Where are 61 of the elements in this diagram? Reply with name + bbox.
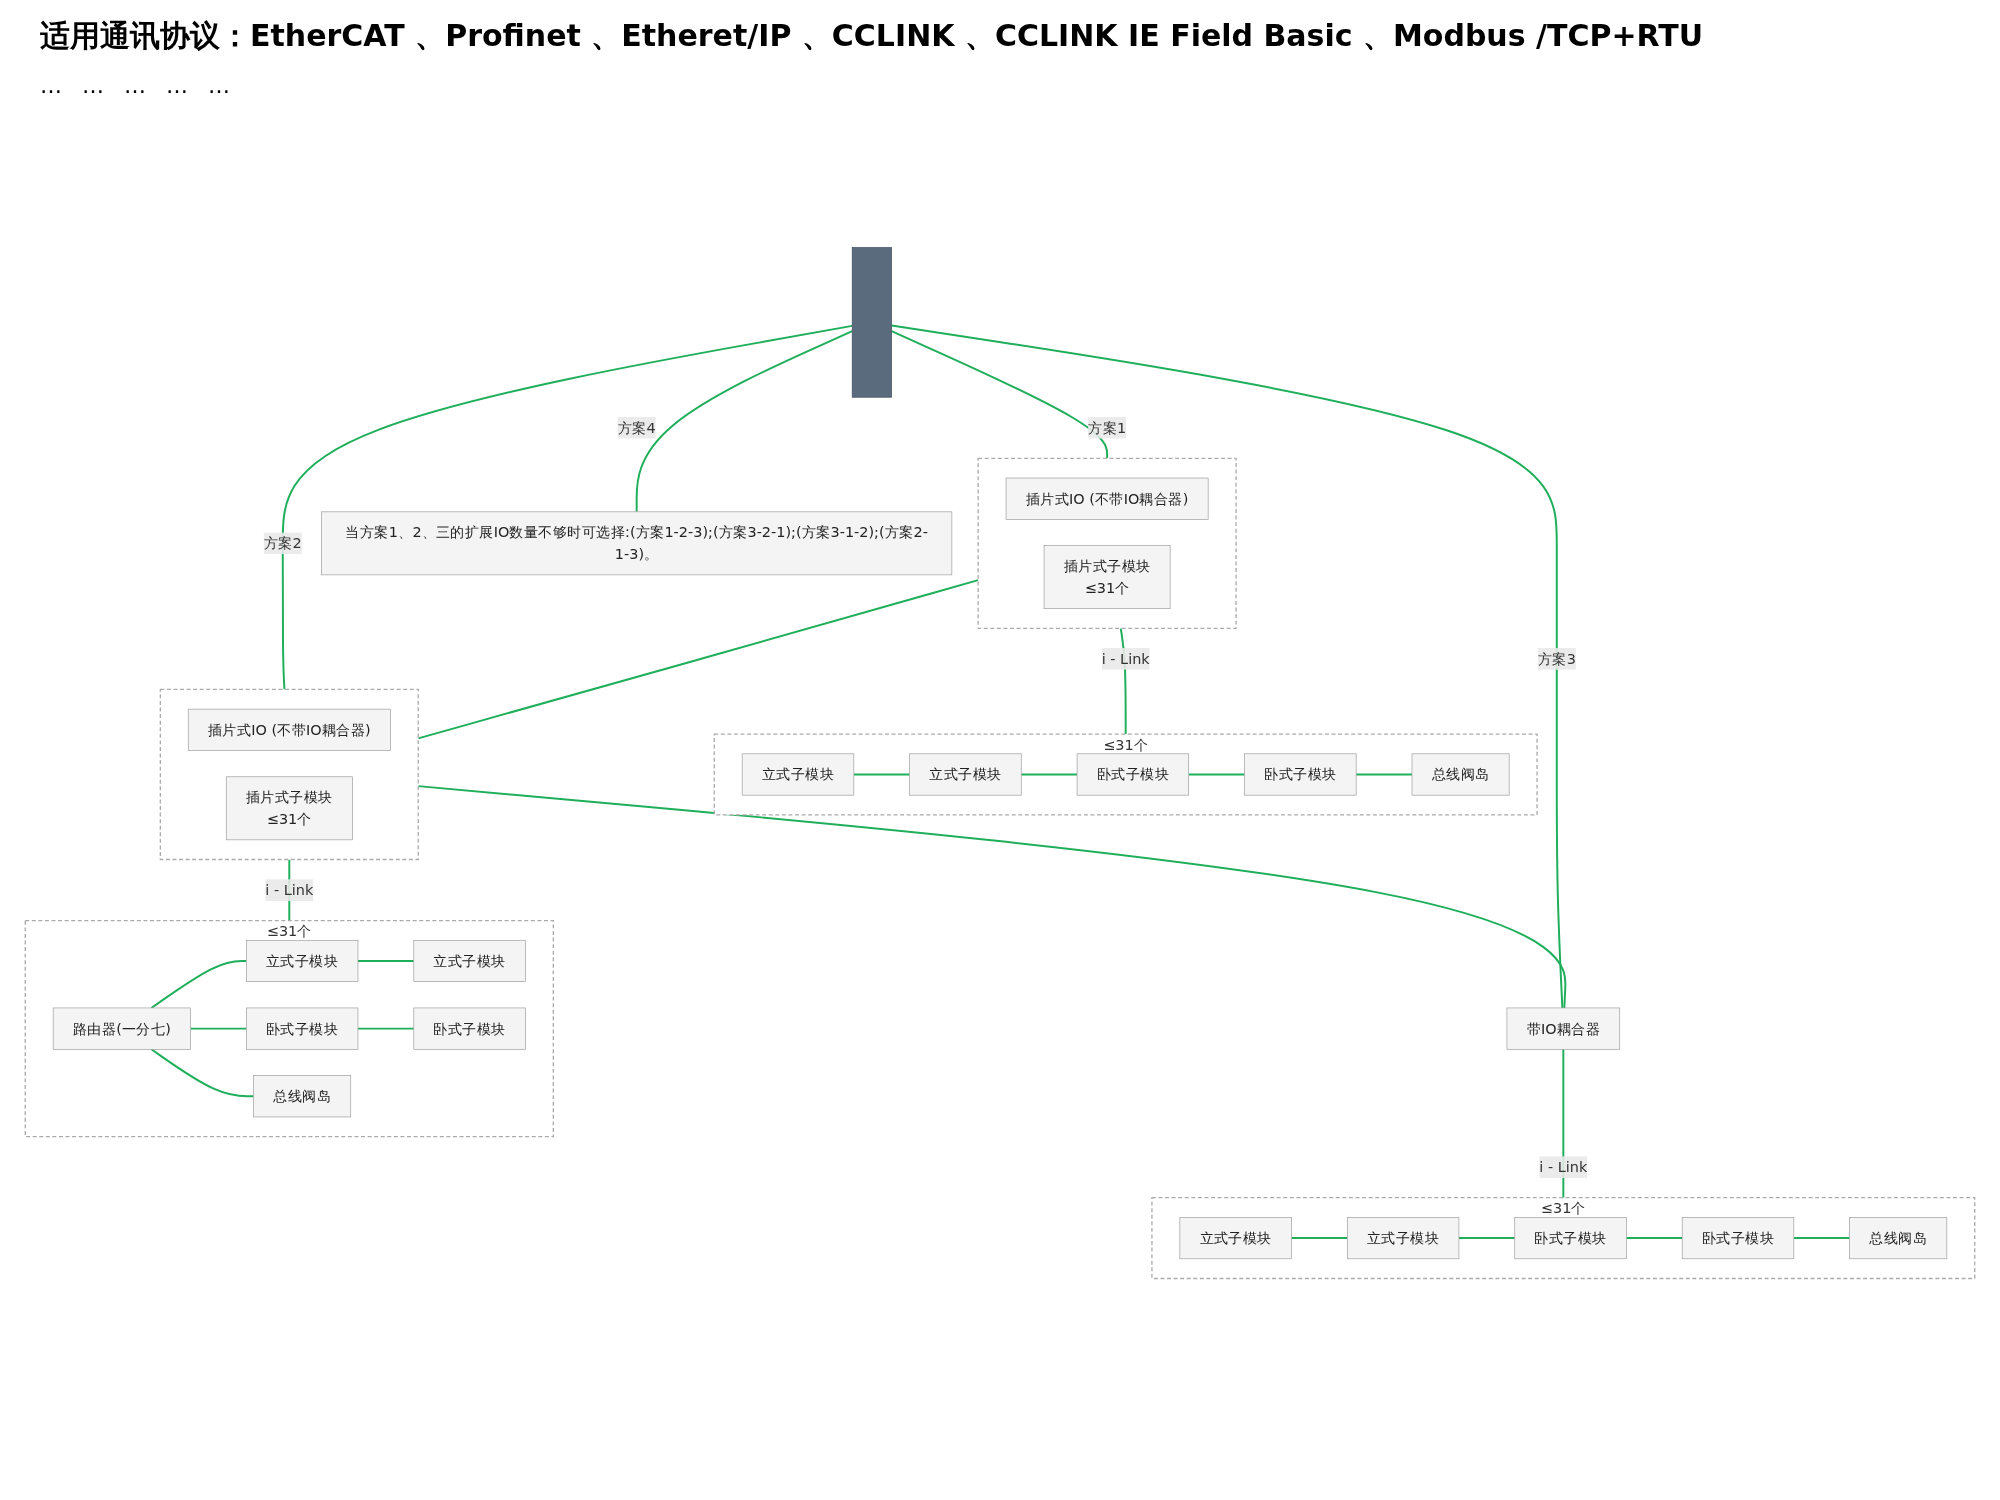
connector [1187, 773, 1246, 776]
edge-label: 方案4 [617, 419, 656, 436]
node-box [851, 247, 892, 398]
connector [150, 960, 248, 1009]
edge-label: i - Link [1539, 1158, 1588, 1176]
ellipsis-mark: … [40, 73, 62, 98]
cluster [159, 688, 419, 861]
connector [890, 324, 1564, 1009]
node-box: 总线阀岛 [1849, 1217, 1948, 1260]
connector [1020, 773, 1079, 776]
node-label: ≤31个 [1540, 1200, 1586, 1217]
edge-label: 方案2 [263, 535, 302, 552]
node-box: 立式子模块 [246, 939, 359, 982]
node-box: 卧式子模块 [1681, 1217, 1795, 1260]
node-box: 带IO耦合器 [1506, 1007, 1621, 1050]
connector [1457, 1237, 1516, 1240]
node-box: 立式子模块 [741, 753, 855, 796]
cluster [977, 457, 1237, 630]
edge-label: i - Link [1101, 650, 1150, 668]
node-box: 插片式子模块 ≤31个 [1043, 545, 1171, 609]
node-label: ≤31个 [1103, 736, 1149, 754]
node-box: 卧式子模块 [1514, 1217, 1627, 1260]
connector [1792, 1237, 1851, 1240]
node-box: 立式子模块 [909, 753, 1022, 796]
connector [852, 773, 911, 776]
node-box: 卧式子模块 [1244, 753, 1357, 796]
node-box: 卧式子模块 [1076, 753, 1190, 796]
edge-label: i - Link [265, 881, 314, 899]
ellipsis-mark: … [82, 73, 104, 98]
cluster [1151, 1197, 1976, 1280]
cluster [713, 733, 1538, 816]
title: 适用通讯协议：EtherCAT 、Profinet 、Etheret/IP 、CCLINK 、CCLINK IE Field Basic 、Modbus /TCP+RTU [39, 17, 1705, 55]
node-box: 插片式子模块 ≤31个 [225, 776, 353, 841]
ellipsis-mark: … [124, 73, 146, 98]
node-box: 立式子模块 [1346, 1217, 1460, 1260]
connector [635, 330, 854, 513]
node-box: 当方案1、2、三的扩展IO数量不够时可选择:(方案1-2-3);(方案3-2-1);(方案3-1-2);(方案2-1-3)。 [321, 511, 953, 576]
connector [1290, 1237, 1349, 1240]
cluster [24, 919, 554, 1138]
node-box: 路由器(一分七) [52, 1007, 191, 1050]
connector [189, 1027, 248, 1030]
node-box: 总线阀岛 [1411, 753, 1510, 796]
connector [1625, 1237, 1684, 1240]
connector [150, 1048, 255, 1098]
edge-label: 方案1 [1088, 419, 1127, 436]
node-box: 立式子模块 [1179, 1217, 1292, 1260]
connector [281, 324, 854, 691]
edge-label: 方案3 [1537, 650, 1576, 668]
node-box: 总线阀岛 [253, 1075, 352, 1118]
node-box: 卧式子模块 [246, 1007, 359, 1050]
node-box: 插片式IO (不带IO耦合器) [187, 708, 391, 751]
node-box: 插片式IO (不带IO耦合器) [1005, 477, 1209, 520]
node-label: ≤31个 [266, 923, 312, 940]
ellipsis-mark: … [166, 73, 188, 98]
node-box: 立式子模块 [413, 939, 526, 982]
connector [890, 330, 1109, 460]
connector [357, 960, 415, 962]
ellipsis-mark: … [208, 73, 230, 98]
connector [1355, 773, 1413, 776]
node-box: 卧式子模块 [413, 1007, 526, 1050]
connector [357, 1027, 415, 1030]
